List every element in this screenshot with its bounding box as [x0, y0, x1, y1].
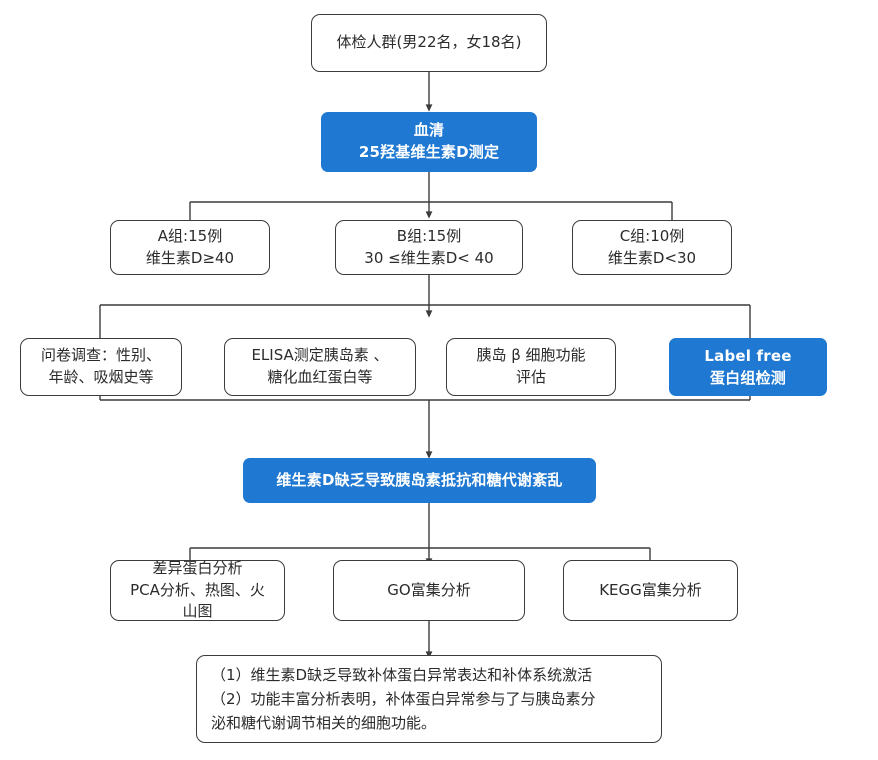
node-serum-assay-label: 血清 25羟基维生素D测定	[358, 121, 500, 161]
node-kegg-enrichment-label: KEGG富集分析	[599, 580, 702, 599]
node-finding-banner-label: 维生素D缺乏导致胰岛素抵抗和糖代谢紊乱	[276, 470, 563, 489]
node-elisa[interactable]: ELISA测定胰岛素 、 糖化血红蛋白等	[224, 338, 416, 396]
node-diff-protein[interactable]: 差异蛋白分析 PCA分析、热图、火 山图	[110, 558, 285, 621]
node-go-enrichment[interactable]: GO富集分析	[333, 560, 525, 621]
node-beta-cell-label: 胰岛 β 细胞功能 评估	[476, 346, 586, 386]
node-label-free[interactable]: Label free 蛋白组检测	[669, 338, 827, 396]
node-label-free-label: Label free 蛋白组检测	[704, 346, 792, 388]
node-cohort[interactable]: 体检人群(男22名，女18名)	[311, 14, 547, 72]
node-group-b-label: B组:15例 30 ≤维生素D< 40	[364, 226, 494, 267]
node-group-b[interactable]: B组:15例 30 ≤维生素D< 40	[335, 220, 523, 275]
node-group-c-label: C组:10例 维生素D<30	[607, 226, 697, 267]
node-kegg-enrichment[interactable]: KEGG富集分析	[563, 560, 738, 621]
node-finding-banner[interactable]: 维生素D缺乏导致胰岛素抵抗和糖代谢紊乱	[243, 458, 596, 503]
node-diff-protein-label: 差异蛋白分析 PCA分析、热图、火 山图	[130, 558, 265, 621]
node-elisa-label: ELISA测定胰岛素 、 糖化血红蛋白等	[251, 346, 389, 386]
node-beta-cell[interactable]: 胰岛 β 细胞功能 评估	[446, 338, 616, 396]
node-conclusion[interactable]: （1）维生素D缺乏导致补体蛋白异常表达和补体系统激活 （2）功能丰富分析表明，补…	[196, 655, 662, 743]
node-questionnaire[interactable]: 问卷调查：性别、 年龄、吸烟史等	[20, 338, 182, 396]
node-serum-assay[interactable]: 血清 25羟基维生素D测定	[321, 112, 537, 172]
node-group-a[interactable]: A组:15例 维生素D≥40	[110, 220, 270, 275]
node-cohort-label: 体检人群(男22名，女18名)	[336, 33, 522, 52]
node-group-a-label: A组:15例 维生素D≥40	[145, 226, 235, 267]
node-group-c[interactable]: C组:10例 维生素D<30	[572, 220, 732, 275]
node-questionnaire-label: 问卷调查：性别、 年龄、吸烟史等	[40, 346, 161, 386]
node-go-enrichment-label: GO富集分析	[387, 580, 471, 599]
node-conclusion-label: （1）维生素D缺乏导致补体蛋白异常表达和补体系统激活 （2）功能丰富分析表明，补…	[211, 665, 596, 733]
